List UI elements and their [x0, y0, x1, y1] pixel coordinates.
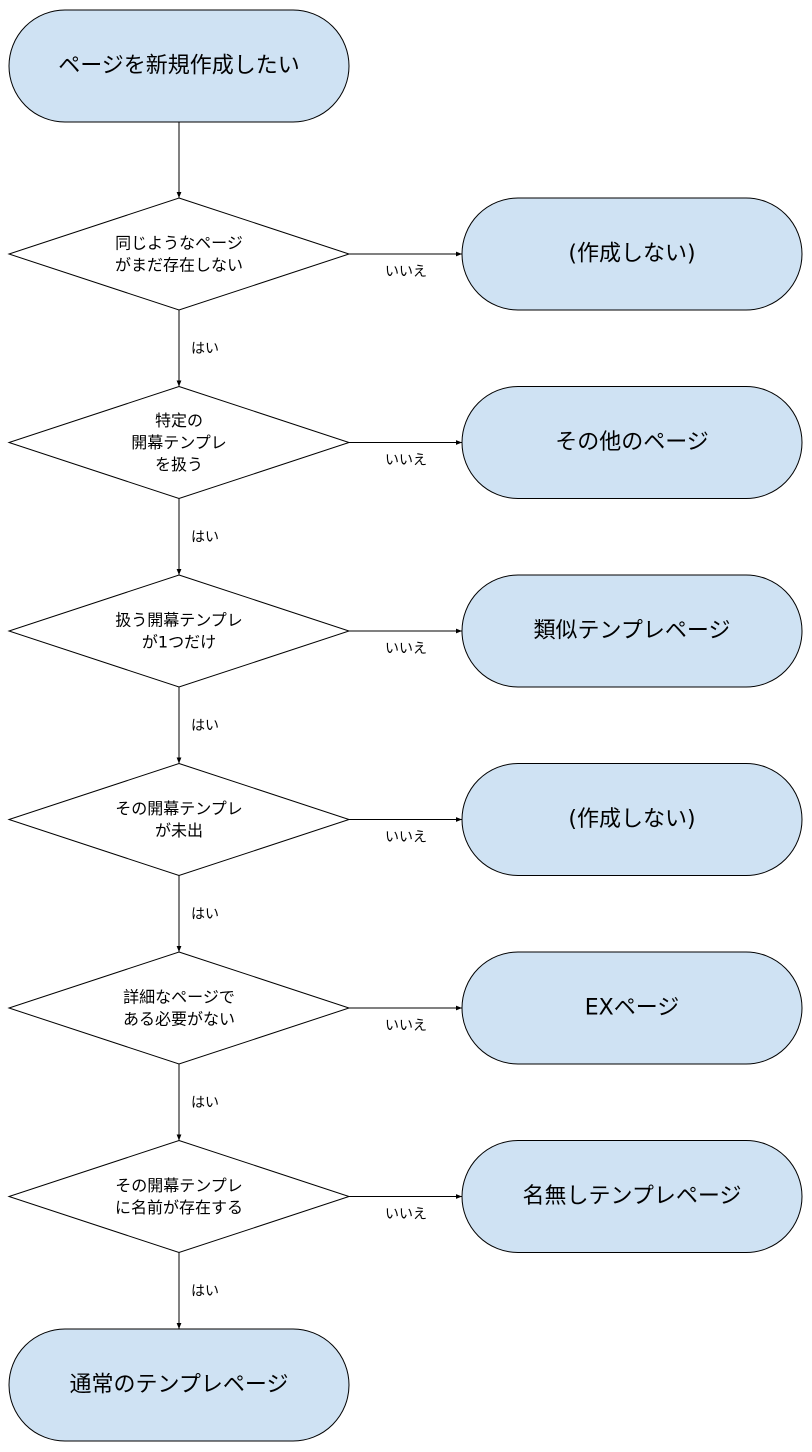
- edge-label-yes-6: はい: [191, 1284, 219, 1300]
- decision-5-text-line-2: ある必要がない: [123, 1010, 235, 1029]
- edge-label-yes-2: はい: [191, 530, 219, 546]
- result-6: [461, 1140, 803, 1253]
- result-2-label: その他のページ: [555, 430, 709, 455]
- decision-1-text-line-2: がまだ存在しない: [115, 256, 243, 275]
- edge-label-no-6: いいえ: [385, 1207, 427, 1223]
- result-5: [461, 951, 803, 1065]
- end-terminal-label: 通常のテンプレページ: [70, 1373, 289, 1398]
- decision-2-text-line-1: 特定の: [155, 411, 203, 430]
- decision-4: [7, 762, 351, 877]
- result-4: [461, 763, 803, 876]
- decision-3-text-line-1: 扱う開幕テンプレ: [115, 611, 243, 630]
- result-3: [461, 574, 803, 688]
- result-5-label: EXページ: [585, 996, 680, 1021]
- result-4-label: (作成しない): [568, 807, 695, 832]
- result-6-label: 名無しテンプレページ: [523, 1184, 742, 1209]
- decision-6: [7, 1139, 351, 1254]
- result-1: [461, 197, 803, 311]
- decision-2-text-line-3: を扱う: [155, 455, 203, 474]
- decision-3-text-line-2: が1つだけ: [142, 633, 216, 652]
- edge-label-yes-5: はい: [191, 1095, 219, 1111]
- decision-4-text-line-1: その開幕テンプレ: [115, 799, 243, 818]
- result-3-label: 類似テンプレページ: [534, 619, 731, 644]
- end-terminal: [8, 1328, 350, 1442]
- decision-2-text-line-2: 開幕テンプレ: [131, 433, 227, 452]
- result-1-label: (作成しない): [568, 242, 695, 267]
- decision-1-text-line-1: 同じようなページ: [115, 234, 243, 253]
- decision-5-text-line-1: 詳細なページで: [123, 988, 235, 1007]
- edge-label-yes-3: はい: [191, 718, 219, 734]
- decision-5: [7, 951, 351, 1065]
- edge-label-yes-4: はい: [191, 907, 219, 923]
- decision-6-text-line-1: その開幕テンプレ: [115, 1176, 243, 1195]
- decision-1: [7, 197, 351, 311]
- decision-6-text-line-2: に名前が存在する: [115, 1198, 243, 1217]
- edge-label-no-4: いいえ: [385, 830, 427, 846]
- decision-3: [7, 574, 351, 688]
- edge-label-no-5: いいえ: [385, 1018, 427, 1034]
- result-2: [461, 386, 803, 499]
- edge-label-no-3: いいえ: [385, 641, 427, 657]
- edge-label-yes-1: はい: [191, 341, 219, 357]
- decision-4-text-line-2: が未出: [155, 821, 203, 840]
- edge-label-no-2: いいえ: [385, 453, 427, 469]
- start-terminal-label: ページを新規作成したい: [58, 54, 300, 79]
- edge-label-no-1: いいえ: [385, 264, 427, 280]
